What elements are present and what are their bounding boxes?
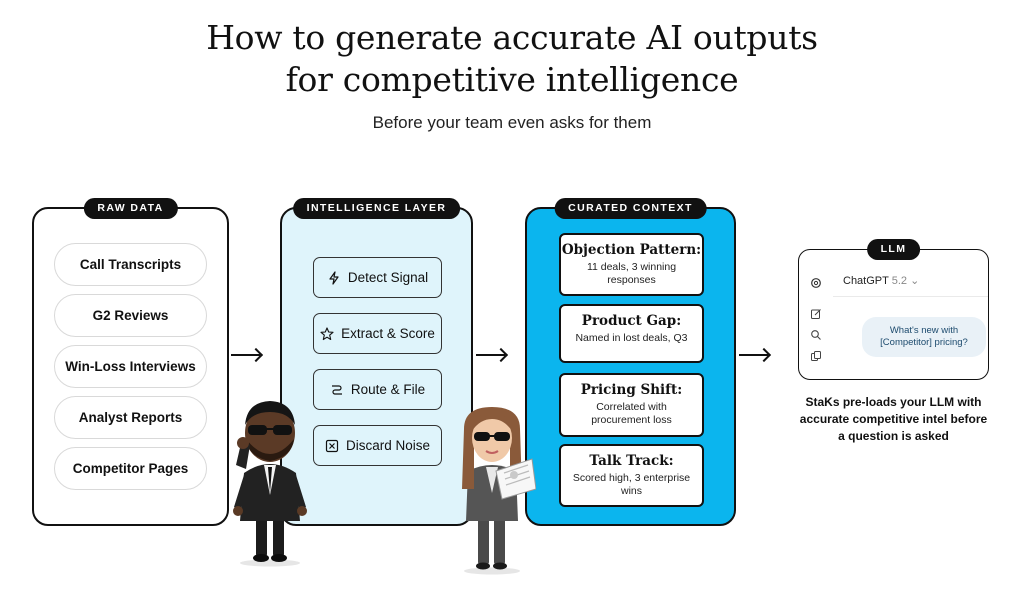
page-title-line-1: How to generate accurate AI outputs — [206, 18, 818, 57]
curated-context-tag: CURATED CONTEXT — [554, 198, 707, 219]
step-label: Extract & Score — [341, 326, 435, 341]
raw-item-competitor-pages: Competitor Pages — [54, 447, 207, 490]
step-label: Detect Signal — [347, 270, 429, 285]
card-description: 11 deals, 3 winning responses — [586, 261, 677, 286]
step-extract-score: Extract & Score — [313, 313, 442, 354]
library-icon[interactable] — [810, 350, 822, 362]
model-selector[interactable]: ChatGPT 5.2 ⌄ — [843, 274, 919, 287]
star-icon — [320, 326, 334, 340]
chevron-down-icon: ⌄ — [910, 275, 920, 287]
card-title: Pricing Shift: — [580, 382, 683, 398]
llm-panel: LLM ChatGPT 5.2 ⌄ What's new with [Compe… — [798, 239, 989, 380]
page-subtitle: Before your team even asks for them — [372, 113, 652, 132]
route-icon — [331, 384, 342, 395]
card-title: Talk Track: — [589, 453, 674, 469]
step-route-file: Route & File — [313, 369, 442, 410]
card-description: Scored high, 3 enterprise wins — [572, 472, 691, 497]
llm-sidebar — [799, 250, 833, 379]
context-card-pricing-shift: Pricing Shift: Correlated with procureme… — [559, 373, 704, 437]
context-card-objection-pattern: Objection Pattern: 11 deals, 3 winning r… — [559, 233, 704, 296]
curated-context-panel: CURATED CONTEXT Objection Pattern: 11 de… — [525, 198, 736, 526]
step-label: Discard Noise — [345, 438, 431, 453]
raw-item-analyst-reports: Analyst Reports — [54, 396, 207, 439]
model-name: ChatGPT — [843, 275, 889, 287]
step-discard-noise: Discard Noise — [313, 425, 442, 466]
context-card-talk-track: Talk Track: Scored high, 3 enterprise wi… — [559, 444, 704, 507]
card-description: Correlated with procurement loss — [591, 401, 672, 426]
search-icon[interactable] — [810, 329, 822, 341]
raw-data-panel: RAW DATA Call Transcripts G2 Reviews Win… — [32, 198, 229, 526]
card-title: Objection Pattern: — [561, 242, 702, 258]
model-version: 5.2 — [891, 275, 908, 287]
businesswoman-illustration — [462, 407, 536, 575]
openai-logo-icon — [811, 278, 821, 288]
raw-item-g2-reviews: G2 Reviews — [54, 294, 207, 337]
close-box-icon — [325, 439, 339, 452]
arrow-raw-to-intel — [231, 354, 260, 356]
edit-icon[interactable] — [810, 308, 822, 320]
raw-item-call-transcripts: Call Transcripts — [54, 243, 207, 286]
arrow-intel-to-context — [476, 354, 505, 356]
card-title: Product Gap: — [581, 313, 682, 329]
llm-caption: StaKs pre-loads your LLM with accurate c… — [799, 395, 988, 443]
context-card-product-gap: Product Gap: Named in lost deals, Q3 — [559, 304, 704, 363]
card-description: Named in lost deals, Q3 — [575, 332, 688, 344]
page-title-line-2: for competitive intelligence — [285, 60, 739, 99]
intelligence-layer-tag: INTELLIGENCE LAYER — [292, 198, 461, 219]
llm-divider — [833, 296, 988, 297]
step-label: Route & File — [350, 382, 426, 397]
user-message-bubble: What's new with [Competitor] pricing? — [862, 317, 986, 357]
arrow-context-to-llm — [739, 354, 768, 356]
intelligence-layer-panel: INTELLIGENCE LAYER Detect Signal Extract… — [280, 198, 473, 526]
raw-item-win-loss-interviews: Win-Loss Interviews — [54, 345, 207, 388]
raw-data-tag: RAW DATA — [83, 198, 178, 219]
bolt-icon — [329, 270, 339, 285]
step-detect-signal: Detect Signal — [313, 257, 442, 298]
businessman-illustration — [233, 401, 307, 567]
llm-tag: LLM — [866, 239, 921, 260]
